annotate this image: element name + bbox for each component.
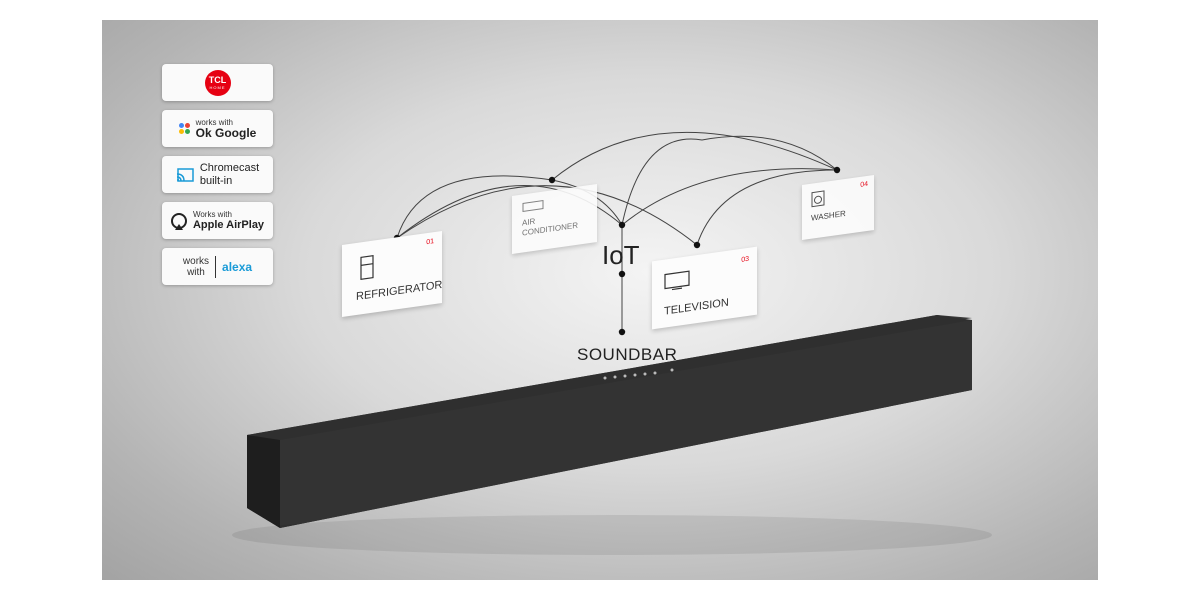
chromecast-badge: Chromecast built-in xyxy=(162,156,273,193)
alexa-badge: works with alexa xyxy=(162,248,273,285)
refrigerator-label: REFRIGERATOR xyxy=(356,278,443,304)
google-assistant-icon xyxy=(178,123,190,134)
alexa-brand: alexa xyxy=(222,259,253,274)
iot-connection-lines xyxy=(232,131,992,555)
chromecast-line1: Chromecast xyxy=(199,161,260,174)
alexa-line1: works xyxy=(182,255,210,267)
apple-airplay-badge: Works with Apple AirPlay xyxy=(162,202,273,239)
soundbar-image xyxy=(232,315,992,555)
google-line2: Ok Google xyxy=(195,125,257,140)
washer-number: 04 xyxy=(860,180,868,189)
tcl-brand-text: TCL xyxy=(208,74,227,85)
product-scene: TCL HOME works with Ok Google Chromecast… xyxy=(102,20,1098,580)
television-number: 03 xyxy=(741,255,749,264)
washer-label: WASHER xyxy=(811,208,846,223)
refrigerator-icon xyxy=(360,254,374,281)
television-label: TELEVISION xyxy=(664,296,729,318)
airplay-icon xyxy=(170,212,187,230)
air-conditioner-card: AIR CONDITIONER xyxy=(512,184,597,254)
refrigerator-card: REFRIGERATOR 01 xyxy=(342,230,443,318)
tcl-logo-icon: TCL HOME xyxy=(204,69,231,96)
airplay-line2: Apple AirPlay xyxy=(192,218,265,231)
tcl-home-badge: TCL HOME xyxy=(162,64,273,101)
alexa-line2: with xyxy=(187,266,205,278)
soundbar-label: SOUNDBAR xyxy=(577,345,678,364)
television-icon xyxy=(664,270,690,291)
television-card: TELEVISION 03 xyxy=(652,246,757,330)
chromecast-line2: built-in xyxy=(199,174,233,187)
chromecast-icon xyxy=(176,167,194,182)
air-conditioner-icon xyxy=(522,200,544,212)
refrigerator-number: 01 xyxy=(426,238,434,247)
iot-hub-label: IoT xyxy=(602,240,640,270)
ok-google-badge: works with Ok Google xyxy=(162,110,273,147)
tcl-sub-text: HOME xyxy=(209,84,226,90)
airplay-line1: Works with xyxy=(192,209,232,219)
washer-card: WASHER 04 xyxy=(802,174,874,241)
washer-icon xyxy=(811,190,825,208)
google-line1: works with xyxy=(195,117,233,127)
alexa-divider xyxy=(215,255,217,278)
